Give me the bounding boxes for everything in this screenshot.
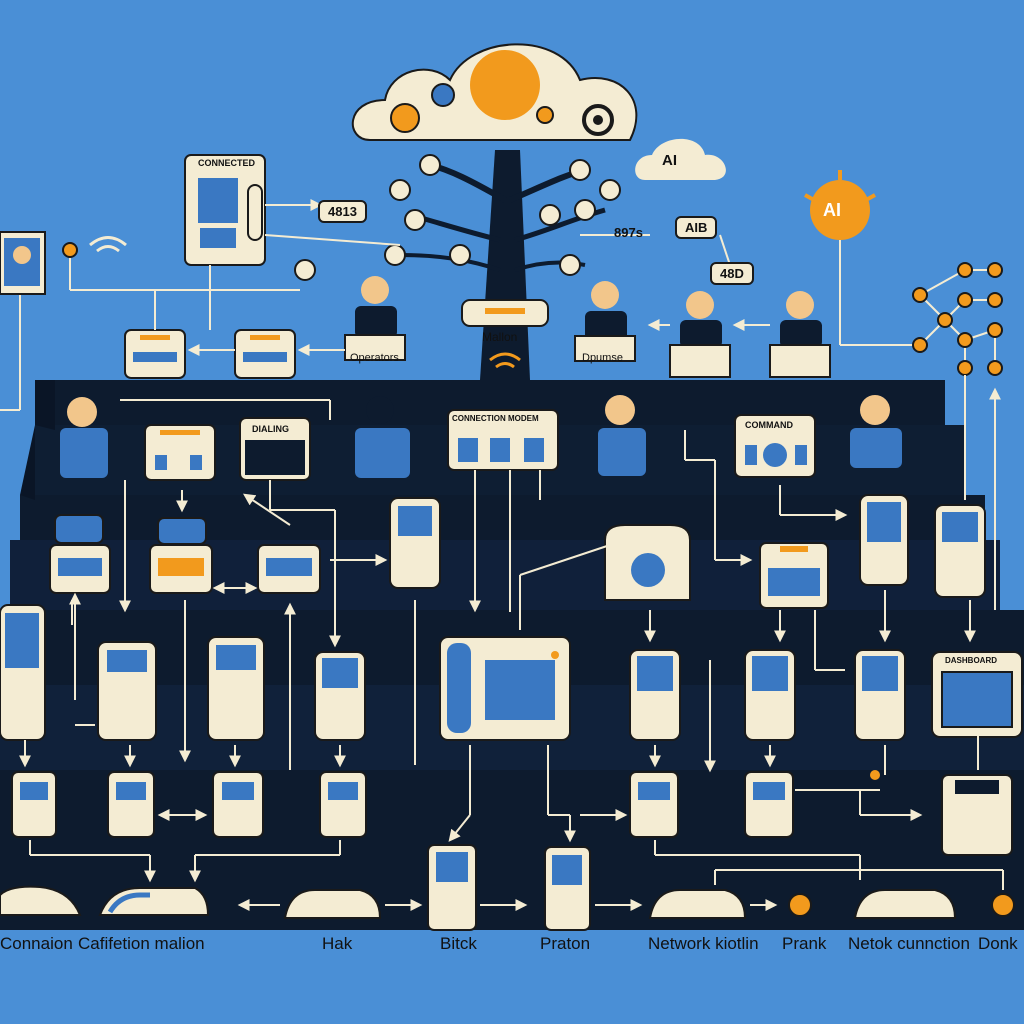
desk-phone-header: CONNECTED: [198, 158, 256, 168]
bottom-label-9: Donk: [978, 934, 1018, 953]
junction-node-icon: [870, 770, 880, 780]
flow-tag-3: AIB: [675, 216, 718, 239]
connector-lines: [0, 199, 1001, 610]
bottom-label-4: Bitck: [440, 934, 477, 953]
router-tier3-2: [149, 517, 213, 594]
keypad-phone-4: [629, 649, 681, 741]
router-tier2: [144, 424, 216, 481]
node-icon: [62, 242, 78, 258]
keypad-phone-5: [744, 649, 796, 741]
small-phone-screens: [20, 780, 999, 800]
ai-hub-label: AI: [823, 200, 841, 220]
left-console-label: DIALING: [252, 424, 289, 434]
connection-modem: [447, 409, 559, 471]
blue-node-icon: [431, 83, 455, 107]
orange-gear-icon: [390, 103, 420, 133]
keypad-phone-6: [854, 649, 906, 741]
dpumse-tag: Dpumse: [582, 352, 623, 364]
operators-tag: Operators: [350, 352, 399, 364]
keypad-phone-1: [97, 641, 157, 741]
mobile-phone-2: [859, 494, 909, 586]
flow-tag-1: 4813: [318, 200, 367, 223]
bottom-label-7: Prank: [782, 934, 827, 953]
lower-connector-lines: [19, 399, 1004, 911]
desk-phone-main: [439, 636, 571, 741]
mobile-phone-1: [389, 497, 441, 589]
flow-tag-2: 897s: [614, 225, 643, 240]
operator-2: [574, 281, 636, 362]
ai-hub: [804, 170, 876, 345]
smart-speaker: [604, 524, 691, 601]
keypad-phone-2: [207, 636, 265, 741]
right-console-label: COMMAND: [745, 420, 793, 430]
wifi-icon: [89, 236, 127, 247]
manager: [850, 395, 902, 468]
bottom-label-3: Hak: [322, 934, 353, 953]
router-tier3-3: [257, 544, 321, 594]
desk-phone-top: [184, 154, 266, 266]
bottom-label-5: Praton: [540, 934, 591, 953]
command-console: [734, 414, 816, 478]
router-top-2: [234, 329, 296, 379]
bottom-phone-1: [427, 844, 477, 931]
mobile-phone-3: [934, 504, 986, 598]
sun-icon: [470, 50, 540, 120]
center-panel-label: CONNECTION MODEM: [452, 414, 539, 423]
dashboard-monitor: [931, 651, 1023, 738]
bottom-phone-2: [544, 846, 591, 931]
operator-4: [769, 291, 831, 378]
operator-1: [344, 276, 406, 361]
video-call-screen: [0, 231, 46, 295]
bottom-label-6: Network kiotlin: [648, 934, 759, 953]
bottom-routers: [0, 885, 1015, 919]
trunk-device-label: Mallon: [482, 330, 518, 344]
dial-console: [239, 417, 311, 481]
headset-agent-3: [598, 395, 646, 476]
keypad-phone-3: [314, 651, 366, 741]
router-tier3-1: [49, 514, 111, 594]
router-top-1: [124, 329, 186, 379]
wifi-signal-icon: [489, 352, 521, 362]
router-tier3-right: [759, 542, 829, 609]
bottom-label-1: Connaion: [0, 934, 73, 953]
headset-agent-1: [60, 397, 108, 478]
main-cloud: [351, 43, 638, 141]
bottom-label-8: Netok cunnction: [848, 934, 970, 953]
right-monitor-label: DASHBOARD: [945, 656, 997, 665]
bottom-label-2: Cafifetion malion: [78, 934, 205, 953]
flow-tag-4: 48D: [710, 262, 754, 285]
mobile-phone-left-edge: [0, 604, 46, 741]
ai-cloud-label: AI: [662, 152, 677, 169]
headset-agent-2: [355, 396, 410, 478]
network-graph-nodes: [912, 262, 1003, 376]
ai-cloud: [635, 138, 726, 180]
operator-3: [669, 291, 731, 378]
